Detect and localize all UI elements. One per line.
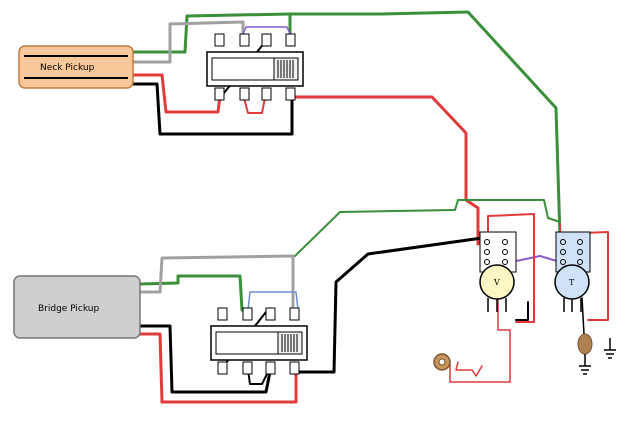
wire-green-bridge-to-top bbox=[294, 199, 561, 257]
wire-red-neck-to-volume bbox=[291, 95, 480, 246]
wire-red-tone-ground bbox=[559, 223, 609, 321]
wire-red-neck-jumper bbox=[243, 97, 266, 114]
wire-blue-bridge bbox=[247, 291, 299, 311]
bridge-pickup: Bridge Pickup bbox=[13, 275, 141, 339]
ground-symbol-capacitor bbox=[579, 365, 591, 375]
wire-red-neck bbox=[131, 73, 222, 114]
wire-red-volume-ground bbox=[487, 213, 535, 323]
neck-pickup-label: Neck Pickup bbox=[40, 63, 95, 73]
bridge-switch bbox=[210, 307, 308, 375]
neck-switch bbox=[206, 33, 304, 101]
tone-pot-label: T bbox=[569, 278, 575, 287]
wire-green-neck-to-tone bbox=[131, 10, 562, 240]
wire-black-ground-link bbox=[515, 301, 529, 321]
output-jack bbox=[433, 353, 451, 371]
neck-pickup: Neck Pickup bbox=[18, 45, 134, 89]
bridge-pickup-label: Bridge Pickup bbox=[38, 304, 100, 314]
wire-red-bridge bbox=[138, 332, 298, 404]
wire-black-bridge-to-volume bbox=[294, 236, 484, 374]
volume-pot-label: V bbox=[493, 278, 500, 287]
wire-black-bridge-jumper bbox=[247, 369, 269, 385]
wire-black-bridge bbox=[138, 324, 272, 394]
wire-red-jack-tip bbox=[455, 361, 483, 377]
tone-pot[interactable]: T bbox=[554, 231, 591, 312]
wires bbox=[131, 10, 609, 404]
wire-green-bridge bbox=[138, 274, 244, 312]
wire-tone-cap bbox=[581, 297, 585, 335]
wire-purple-neck bbox=[242, 26, 291, 35]
neck-switch-slider[interactable] bbox=[273, 57, 299, 81]
tone-capacitor bbox=[577, 333, 593, 366]
wire-black-neck bbox=[131, 82, 294, 136]
wire-gray-neck bbox=[131, 20, 245, 64]
wire-gray-bridge bbox=[138, 254, 295, 312]
wire-red-output bbox=[449, 299, 511, 383]
bridge-switch-slider[interactable] bbox=[277, 331, 303, 355]
ground-symbol-main bbox=[604, 338, 616, 359]
volume-pot[interactable]: V bbox=[479, 231, 517, 312]
